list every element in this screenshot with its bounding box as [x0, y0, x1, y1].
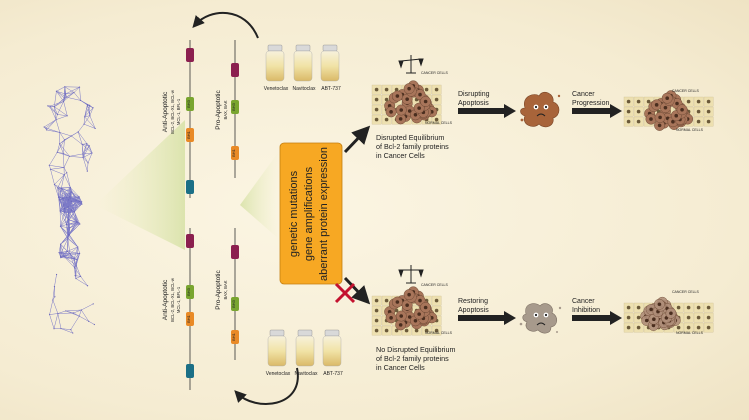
tissue-disrupted [371, 80, 442, 125]
protein-network-icon [43, 86, 96, 334]
arrow-to-restored [343, 276, 371, 305]
top-gene-tracks: BH3 BH1 BH3 BH1 Anti-Apoptotic BCL-2, BC… [162, 40, 239, 198]
state-caption: in Cancer Cells [376, 151, 425, 160]
bh1-domain [186, 312, 194, 326]
vial-icon [293, 44, 313, 82]
cancer-cells-label: CANCER CELLS [421, 283, 449, 287]
tissue-progression [623, 90, 714, 131]
bh2-domain [186, 180, 194, 194]
bh-tag: BH3 [231, 102, 236, 111]
bh-tag: BH1 [231, 148, 236, 157]
curved-arrow-bottom [234, 367, 299, 405]
step-label: Inhibition [572, 307, 600, 314]
anti-apoptotic-label: Anti-Apoptotic [162, 91, 169, 132]
drug-label: Navitoclax [292, 86, 316, 92]
vial-icon [265, 44, 285, 82]
cause-text: genetic mutations [288, 170, 300, 257]
bh3-domain [186, 97, 194, 111]
step-label: Restoring [458, 298, 488, 305]
anti-proteins-label: MCL-1, BFL-1 [176, 286, 181, 313]
balance-scale-icon [398, 265, 424, 284]
distressed-cancer-cell-icon [520, 91, 561, 128]
curved-arrow-top [192, 12, 259, 39]
state-caption: of Bcl-2 family proteins [376, 142, 449, 151]
step-label: Cancer [572, 298, 595, 305]
bh-tag: BH3 [186, 287, 191, 296]
bh2-domain [186, 364, 194, 378]
anti-proteins-label: BCL-2, BCL-XL, BCL-w [170, 277, 175, 322]
bh-tag: BH1 [186, 130, 191, 139]
bh3-domain [231, 297, 239, 311]
cause-box: genetic mutations gene amplifications ab… [279, 142, 343, 285]
bottom-gene-tracks: BH3 BH1 BH3 BH1 Anti-Apoptotic BCL-2, BC… [162, 228, 239, 390]
bh3-domain [186, 285, 194, 299]
light-beam-top [95, 120, 185, 250]
vial-icon [267, 329, 287, 367]
drug-label: ABT-737 [321, 86, 341, 92]
bh4-domain [186, 48, 194, 62]
anti-apoptotic-label: Anti-Apoptotic [162, 279, 169, 320]
cancer-cells-label: CANCER CELLS [421, 71, 449, 75]
state-caption: in Cancer Cells [376, 363, 425, 372]
bh-tag: BH3 [186, 99, 191, 108]
arrow-to-disrupted [343, 125, 371, 154]
bh3-domain [231, 100, 239, 114]
cancer-cells-label: CANCER CELLS [672, 290, 700, 294]
vial-icon [322, 329, 342, 367]
normal-cells-label: NORMAL CELLS [676, 128, 704, 132]
process-arrow [572, 311, 622, 325]
process-arrow [458, 104, 516, 118]
bh1-domain [186, 128, 194, 142]
anti-proteins-label: MCL-1, BFL-1 [176, 98, 181, 125]
pro-proteins-label: BAX, BAK [223, 100, 228, 119]
anti-proteins-label: BCL-2, BCL-XL, BCL-w [170, 89, 175, 134]
step-label: Disrupting [458, 91, 490, 98]
cause-text: aberrant protein expression [318, 147, 330, 281]
normal-cells-label: NORMAL CELLS [425, 121, 453, 125]
drug-label: Venetoclax [264, 86, 289, 92]
drug-label: Venetoclax [266, 371, 291, 377]
drug-vials-bottom: Venetoclax Navitoclax ABT-737 [266, 329, 343, 377]
bh-tag: BH3 [231, 299, 236, 308]
normal-cells-label: NORMAL CELLS [425, 331, 453, 335]
balance-scale-icon [398, 55, 424, 74]
drug-vials-top: Venetoclax Navitoclax ABT-737 [264, 44, 341, 92]
state-caption: of Bcl-2 family proteins [376, 354, 449, 363]
drug-label: ABT-737 [323, 371, 343, 377]
step-label: Apoptosis [458, 100, 489, 107]
bh4-domain [186, 234, 194, 248]
drug-label: Navitoclax [294, 371, 318, 377]
normal-cells-label: NORMAL CELLS [676, 331, 704, 335]
bh4-domain [231, 63, 239, 77]
pro-apoptotic-label: Pro-Apoptotic [215, 270, 222, 310]
reject-x-icon [334, 282, 356, 304]
pro-apoptotic-label: Pro-Apoptotic [215, 90, 222, 130]
tissue-restored [371, 286, 442, 336]
state-caption: No Disrupted Equilibrium [376, 345, 456, 354]
bh-tag: BH1 [186, 314, 191, 323]
bh1-domain [231, 330, 239, 344]
cancer-cells-label: CANCER CELLS [672, 89, 700, 93]
step-label: Apoptosis [458, 307, 489, 314]
process-arrow [458, 311, 516, 325]
step-label: Cancer [572, 91, 595, 98]
process-arrow [572, 104, 622, 118]
cause-text: gene amplifications [303, 166, 315, 261]
bh4-domain [231, 245, 239, 259]
vial-icon [320, 44, 340, 82]
dying-cancer-cell-icon [519, 303, 562, 334]
pro-proteins-label: BAX, BAK [223, 280, 228, 299]
step-label: Progression [572, 100, 609, 107]
bh1-domain [231, 146, 239, 160]
tissue-inhibition [623, 296, 714, 333]
state-caption: Disrupted Equilibrium [376, 133, 444, 142]
light-beam-bottom [240, 150, 280, 240]
vial-icon [295, 329, 315, 367]
bh-tag: BH1 [231, 332, 236, 341]
